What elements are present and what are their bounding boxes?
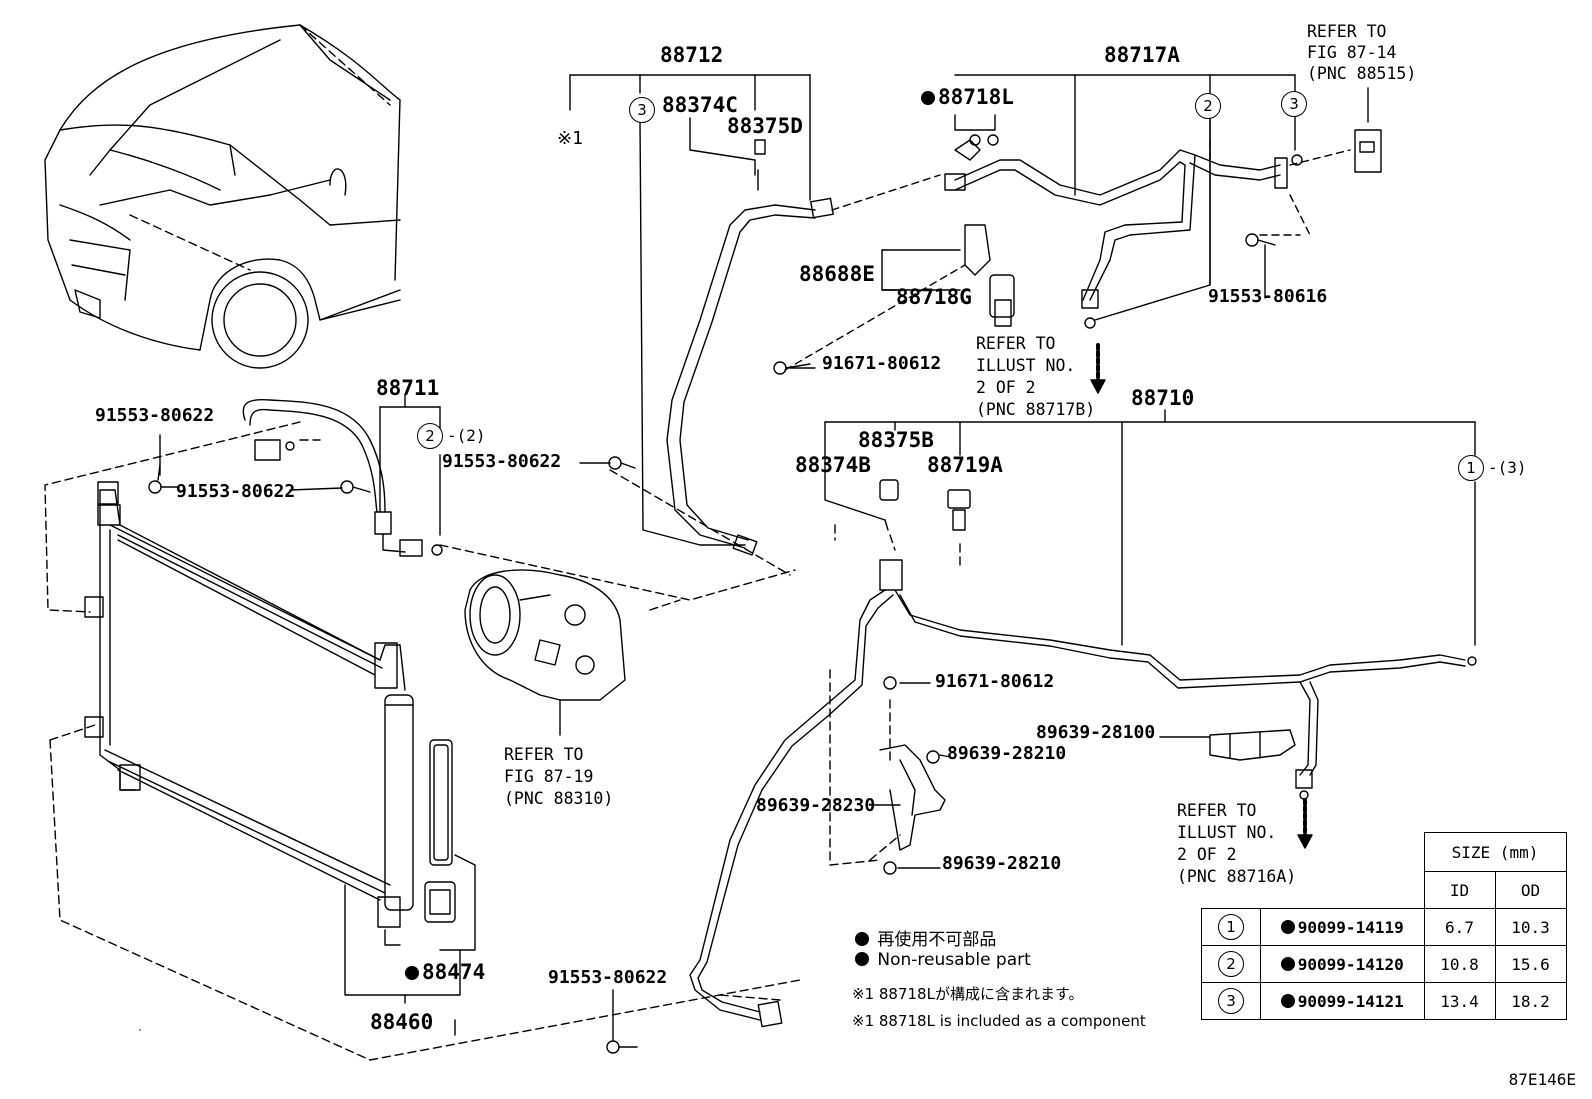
size-mark-3: 3 bbox=[1218, 988, 1244, 1014]
part-88375D-label: 88375D bbox=[727, 114, 803, 138]
part-88374C-label: 88374C bbox=[662, 93, 738, 117]
part-88710-label: 88710 bbox=[1131, 386, 1195, 410]
size-mark-2: 2 bbox=[1195, 93, 1221, 119]
part-91671-80612-label: 91671-80612 bbox=[822, 353, 942, 374]
refer-fig-87-19[interactable]: REFER TO FIG 87-19 (PNC 88310) bbox=[504, 745, 614, 808]
condenser bbox=[84, 481, 476, 1004]
part-88374B-label: 88374B bbox=[795, 453, 871, 477]
non-reusable-dot-icon bbox=[1280, 993, 1295, 1008]
part-88688E-label: 88688E bbox=[799, 262, 875, 286]
part-88719A-label: 88719A bbox=[927, 453, 1003, 477]
footnote-mark-1: ※1 bbox=[557, 128, 583, 149]
compressor bbox=[464, 569, 626, 736]
vehicle-illustration bbox=[44, 24, 401, 369]
expansion-valve bbox=[1354, 129, 1382, 173]
col-od: OD bbox=[1494, 871, 1567, 909]
size-mark-1: 1 bbox=[1218, 914, 1244, 940]
o-ring-size-table: SIZE (mm) ID OD 1 90099-14119 6.7 10.3 2… bbox=[1201, 832, 1567, 1020]
legend-non-reusable-en: Non-reusable part bbox=[855, 950, 1031, 970]
part-88474-label: 88474 bbox=[405, 962, 485, 983]
col-id: ID bbox=[1423, 871, 1496, 909]
non-reusable-dot-icon bbox=[855, 952, 869, 966]
table-row: 2 90099-14120 10.8 15.6 bbox=[1201, 945, 1567, 983]
footnote-en: ※1 88718L is included as a component bbox=[852, 1012, 1146, 1030]
sub-mark-2: -(2) bbox=[447, 426, 486, 445]
legend-non-reusable-jp: 再使用不可部品 bbox=[855, 925, 996, 950]
size-mark-2: 2 bbox=[1218, 951, 1244, 977]
part-91671-80612-label: 91671-80612 bbox=[935, 671, 1055, 692]
part-88711-label: 88711 bbox=[376, 376, 440, 400]
part-88718L-label: 88718L bbox=[921, 87, 1014, 108]
size-header: SIZE (mm) bbox=[1423, 832, 1567, 872]
non-reusable-dot-icon bbox=[1280, 956, 1295, 971]
sub-mark-3: -(3) bbox=[1488, 458, 1527, 477]
part-89639-28230-label: 89639-28230 bbox=[756, 795, 876, 816]
bolts bbox=[148, 233, 1276, 1054]
size-mark-1: 1 bbox=[1458, 455, 1484, 481]
part-88717A-label: 88717A bbox=[1104, 43, 1180, 67]
non-reusable-dot-icon bbox=[855, 932, 869, 946]
figure-code: 87E146E bbox=[1508, 1070, 1576, 1089]
part-88460-label: 88460 bbox=[370, 1010, 434, 1034]
part-89639-28210-label: 89639-28210 bbox=[942, 853, 1062, 874]
part-91553-80622-label: 91553-80622 bbox=[95, 405, 215, 426]
footnote-jp: ※1 88718Lが構成に含まれます。 bbox=[852, 985, 1084, 1003]
size-mark-3: 3 bbox=[629, 97, 655, 123]
refer-fig-87-14[interactable]: REFER TO FIG 87-14 (PNC 88515) bbox=[1307, 22, 1417, 83]
non-reusable-dot-icon bbox=[1280, 919, 1295, 934]
vehicle-leaders bbox=[129, 24, 391, 271]
part-91553-80622-label: 91553-80622 bbox=[548, 967, 668, 988]
part-91553-80622-label: 91553-80622 bbox=[442, 451, 562, 472]
part-89639-28210-label: 89639-28210 bbox=[947, 743, 1067, 764]
part-88718G-label: 88718G bbox=[896, 285, 972, 309]
part-91553-80622-label: 91553-80622 bbox=[176, 481, 296, 502]
size-mark-2: 2 bbox=[417, 423, 443, 449]
part-89639-28100-label: 89639-28100 bbox=[1036, 722, 1156, 743]
receiver-tank bbox=[384, 694, 414, 911]
table-row: 3 90099-14121 13.4 18.2 bbox=[1201, 982, 1567, 1020]
table-row: 1 90099-14119 6.7 10.3 bbox=[1201, 908, 1567, 946]
non-reusable-dot-icon bbox=[405, 966, 419, 980]
part-88712-label: 88712 bbox=[660, 43, 724, 67]
part-88375B-label: 88375B bbox=[858, 428, 934, 452]
part-91553-80616-label: 91553-80616 bbox=[1208, 286, 1328, 307]
size-mark-3: 3 bbox=[1281, 91, 1307, 117]
non-reusable-dot-icon bbox=[921, 91, 935, 105]
refer-illust-88717B[interactable]: REFER TO ILLUST NO. 2 OF 2 (PNC 88717B) bbox=[976, 334, 1096, 419]
